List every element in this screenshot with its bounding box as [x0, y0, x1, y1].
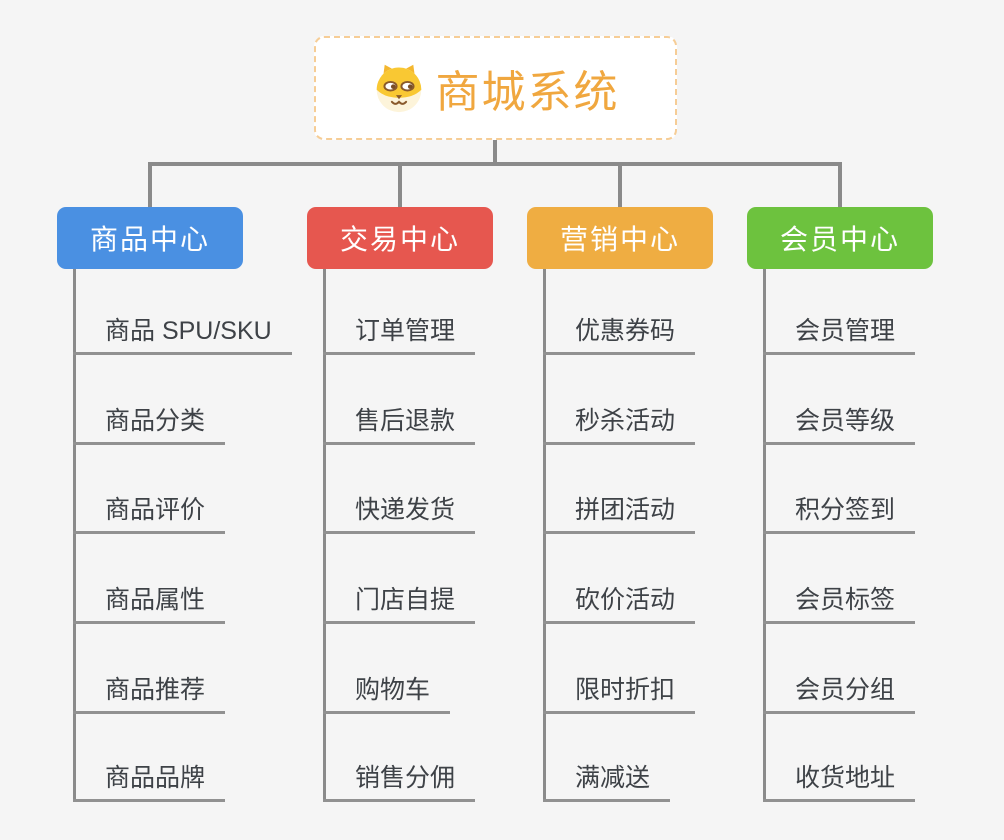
- branch-trunk-line: [323, 269, 326, 802]
- branch-trade-center: 交易中心 订单管理 售后退款 快递发货 门店自提 购物车 销售分佣: [307, 207, 557, 817]
- subtopic[interactable]: 会员管理: [763, 316, 916, 355]
- subtopic[interactable]: 砍价活动: [543, 585, 696, 624]
- branch-label: 营销中心: [559, 224, 680, 255]
- subtopic[interactable]: 会员标签: [763, 585, 916, 624]
- subtopic[interactable]: 满减送: [543, 763, 671, 802]
- connector-bus-line: [148, 162, 842, 166]
- subtopic[interactable]: 秒杀活动: [543, 406, 696, 445]
- branch-topic-marketing-center[interactable]: 营销中心: [527, 207, 713, 269]
- subtopic[interactable]: 销售分佣: [323, 763, 476, 802]
- subtopic[interactable]: 优惠券码: [543, 316, 696, 355]
- branch-member-center: 会员中心 会员管理 会员等级 积分签到 会员标签 会员分组 收货地址: [747, 207, 997, 817]
- subtopic[interactable]: 积分签到: [763, 495, 916, 534]
- subtopic[interactable]: 会员分组: [763, 675, 916, 714]
- branch-trunk-line: [543, 269, 546, 802]
- subtopic[interactable]: 商品评价: [73, 495, 226, 534]
- subtopic[interactable]: 限时折扣: [543, 675, 696, 714]
- subtopic[interactable]: 门店自提: [323, 585, 476, 624]
- subtopic[interactable]: 商品推荐: [73, 675, 226, 714]
- connector-drop-member-center: [838, 164, 842, 208]
- root-topic[interactable]: 商城系统: [314, 36, 677, 140]
- branch-topic-member-center[interactable]: 会员中心: [747, 207, 933, 269]
- subtopic[interactable]: 售后退款: [323, 406, 476, 445]
- subtopic[interactable]: 购物车: [323, 675, 451, 714]
- branch-trunk-line: [73, 269, 76, 802]
- subtopic[interactable]: 快递发货: [323, 495, 476, 534]
- branch-label: 会员中心: [779, 224, 900, 255]
- branch-topic-product-center[interactable]: 商品中心: [57, 207, 243, 269]
- root-topic-label: 商城系统: [435, 68, 620, 117]
- subtopic[interactable]: 收货地址: [763, 763, 916, 802]
- branch-label: 交易中心: [339, 224, 460, 255]
- connector-root-drop: [493, 140, 497, 166]
- branch-marketing-center: 营销中心 优惠券码 秒杀活动 拼团活动 砍价活动 限时折扣 满减送: [527, 207, 777, 817]
- subtopic[interactable]: 拼团活动: [543, 495, 696, 534]
- shiba-dog-icon: [376, 64, 421, 113]
- connector-drop-trade-center: [398, 164, 402, 208]
- subtopic[interactable]: 商品属性: [73, 585, 226, 624]
- subtopic[interactable]: 会员等级: [763, 406, 916, 445]
- branch-label: 商品中心: [89, 224, 210, 255]
- branch-trunk-line: [763, 269, 766, 802]
- branch-product-center: 商品中心 商品 SPU/SKU 商品分类 商品评价 商品属性 商品推荐 商品品牌: [57, 207, 307, 817]
- subtopic[interactable]: 商品分类: [73, 406, 226, 445]
- subtopic[interactable]: 订单管理: [323, 316, 476, 355]
- subtopic[interactable]: 商品品牌: [73, 763, 226, 802]
- connector-drop-product-center: [148, 164, 152, 208]
- subtopic[interactable]: 商品 SPU/SKU: [73, 316, 292, 355]
- connector-drop-marketing-center: [618, 164, 622, 208]
- branch-topic-trade-center[interactable]: 交易中心: [307, 207, 493, 269]
